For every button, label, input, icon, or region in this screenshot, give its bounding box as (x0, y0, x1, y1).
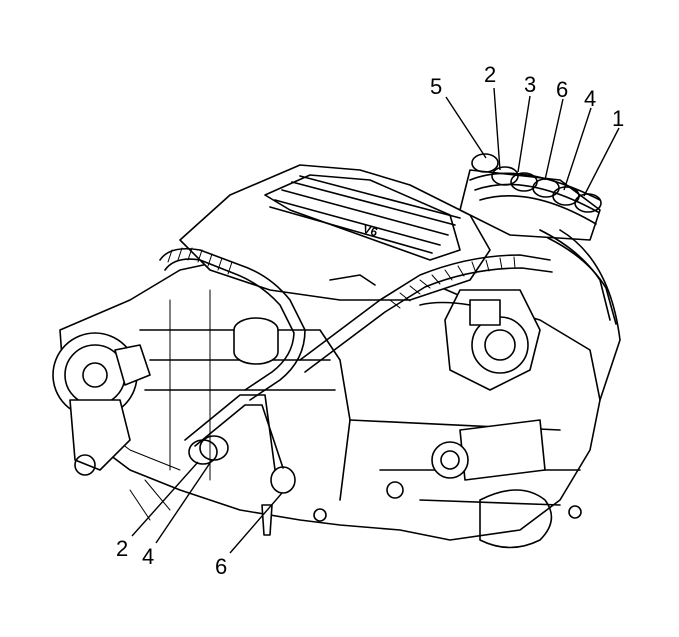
intake-plenum: V6 (179, 164, 491, 301)
callout-labels-bottom: 2 4 6 (116, 536, 227, 579)
callout-6-bottom: 6 (215, 554, 227, 579)
leader-1 (583, 127, 620, 197)
crank-pulley (52, 332, 151, 476)
callout-6-top: 6 (556, 77, 568, 102)
callout-labels-top: 5 2 3 6 4 1 (430, 62, 624, 131)
leader-6-top (544, 98, 564, 181)
leader-4-top (563, 107, 592, 191)
upper-leader-lines (445, 87, 620, 213)
callout-2-top: 2 (484, 62, 496, 87)
leader-5 (445, 96, 487, 159)
throttle-body (444, 289, 541, 391)
callout-4-top: 4 (584, 86, 596, 111)
oil-filler-cap (233, 317, 279, 365)
callout-2-bottom: 2 (116, 536, 128, 561)
leader-2-top (493, 87, 501, 171)
leader-2-bottom (131, 461, 199, 537)
leader-3 (517, 95, 531, 173)
callout-3: 3 (524, 72, 536, 97)
callout-5: 5 (430, 74, 442, 99)
hoses (129, 274, 582, 549)
intake-lettering: V6 (361, 222, 380, 240)
callout-4-bottom: 4 (142, 544, 154, 569)
callout-1: 1 (612, 106, 624, 131)
wiring-harness (159, 247, 553, 401)
leader-6-bottom (229, 492, 283, 554)
lower-leader-lines (131, 459, 283, 554)
leader-4-bottom (155, 459, 213, 544)
